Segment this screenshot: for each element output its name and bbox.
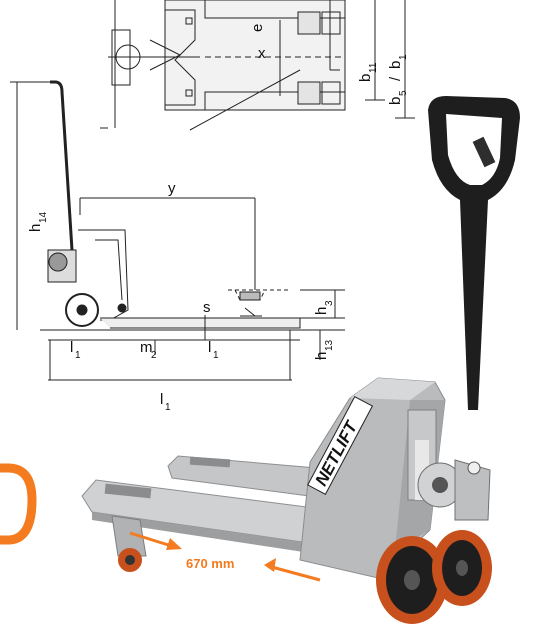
top-view-labels: e x b 11 b 5 / b 1 xyxy=(249,24,409,105)
orange-accent-shape xyxy=(0,463,37,545)
label-b1: b xyxy=(387,61,404,69)
label-b5-sub: 5 xyxy=(398,90,409,96)
label-b11-sub: 11 xyxy=(368,62,379,73)
label-m2-sub: 2 xyxy=(151,350,157,361)
label-h14: h xyxy=(27,224,44,232)
handle xyxy=(428,96,520,410)
label-slash: / xyxy=(387,76,404,81)
label-e: e xyxy=(249,24,266,32)
label-y: y xyxy=(168,180,176,197)
label-s: s xyxy=(203,299,211,316)
steer-wheel-right xyxy=(432,530,492,606)
label-h3: h xyxy=(313,307,330,315)
fork-roller xyxy=(111,515,147,572)
side-view-labels: h 14 y s h 3 h 13 l 1 m 2 l 1 l 1 xyxy=(27,180,335,413)
label-l1-left: l xyxy=(70,339,73,356)
label-h3-sub: 3 xyxy=(324,300,335,306)
label-h14-sub: 14 xyxy=(38,211,49,223)
label-b1-sub: 1 xyxy=(398,54,409,60)
side-view-drawing xyxy=(10,80,345,381)
width-callout: 670 mm xyxy=(186,556,234,571)
label-l1-total-sub: 1 xyxy=(165,402,171,413)
label-l1-left-sub: 1 xyxy=(75,350,81,361)
top-view-drawing xyxy=(100,0,415,131)
label-b11: b xyxy=(357,74,374,82)
label-h13-sub: 13 xyxy=(324,339,335,351)
steer-wheel-left xyxy=(376,536,448,624)
label-l1-mid-sub: 1 xyxy=(213,350,219,361)
label-m2: m xyxy=(140,339,153,356)
label-l1-mid: l xyxy=(208,339,211,356)
label-x: x xyxy=(258,45,266,62)
label-l1-total: l xyxy=(160,391,163,408)
pallet-truck-illustration: NETLIFT 670 mm xyxy=(81,96,520,624)
label-b5: b xyxy=(387,97,404,105)
label-h13: h xyxy=(313,352,330,360)
